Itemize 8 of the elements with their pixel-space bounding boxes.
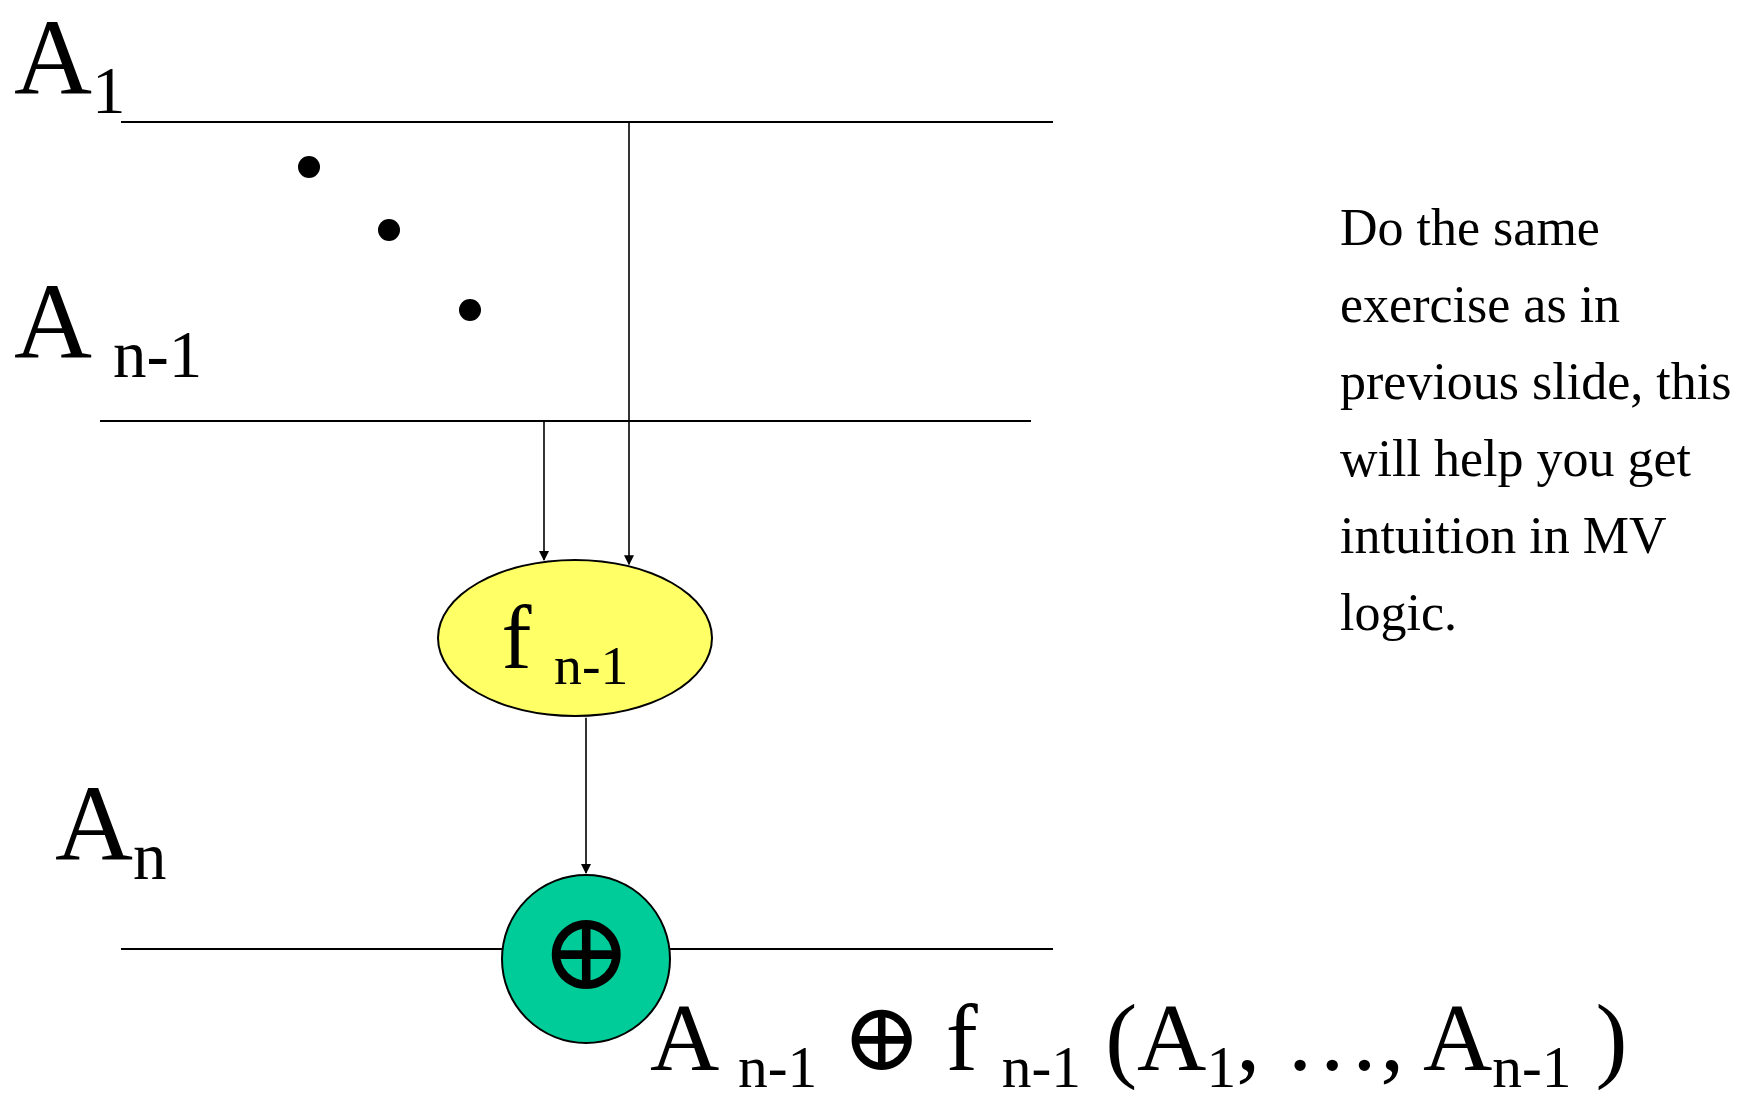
arrow: [539, 421, 549, 561]
wire-label: A$_{n}$: [55, 770, 167, 878]
wire-label: A $_{n-1}$: [14, 268, 203, 376]
arrow: [581, 716, 591, 874]
function-ellipse: f $_{n-1}$: [437, 559, 713, 717]
arrow: [624, 122, 634, 566]
note-text: Do the same exercise as in previous slide, this will help you get intuition in MV logic.: [1340, 198, 1733, 643]
wire-label: A$_{1}$: [14, 4, 126, 112]
